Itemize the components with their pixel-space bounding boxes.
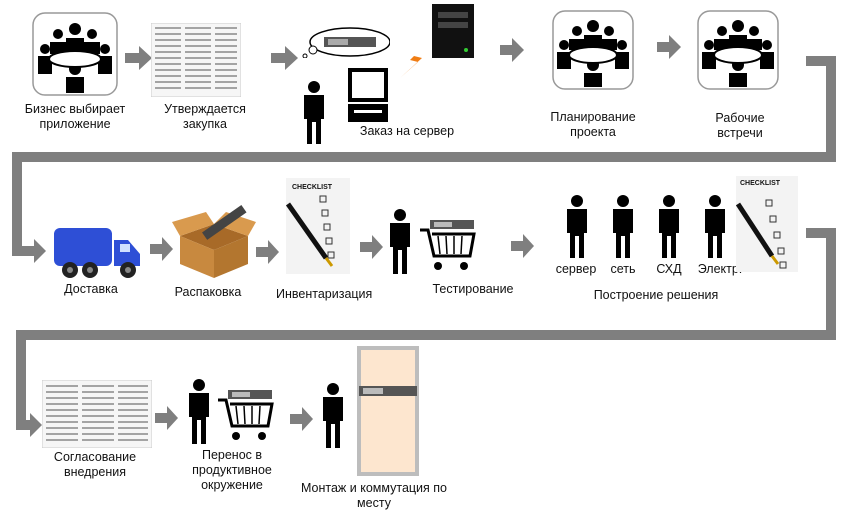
lightning-bolt-icon xyxy=(400,44,426,78)
arrow-right-icon xyxy=(271,46,298,70)
checklist-icon xyxy=(736,176,798,272)
connector-line xyxy=(16,330,836,340)
step-label: Тестирование xyxy=(432,282,514,296)
spreadsheet-icon xyxy=(42,380,152,448)
person-icon xyxy=(659,195,679,258)
step-label: Инвентаризация xyxy=(276,287,373,301)
arrow-right-icon xyxy=(256,240,279,264)
person-icon xyxy=(567,195,587,258)
server-tower-icon xyxy=(432,4,474,58)
step-label: Распаковка xyxy=(174,285,242,299)
arrow-right-icon xyxy=(125,46,152,70)
arrow-right-icon xyxy=(511,234,534,258)
role-label: сеть xyxy=(610,262,636,276)
arrow-right-icon xyxy=(155,406,178,430)
person-icon xyxy=(705,195,725,258)
open-box-icon xyxy=(172,204,256,278)
server-rack-icon xyxy=(357,346,419,476)
meeting-icon xyxy=(552,10,634,90)
checklist-title: CHECKLIST xyxy=(740,180,781,187)
arrow-right-icon xyxy=(16,413,42,437)
delivery-truck-icon xyxy=(54,228,140,278)
role-label: СХД xyxy=(656,262,682,276)
spreadsheet-icon xyxy=(151,23,241,97)
role-label: Электр. xyxy=(697,262,743,276)
arrow-right-icon xyxy=(500,38,524,62)
thought-bubble-icon xyxy=(302,27,390,58)
hidden-checklist-title xyxy=(6,188,7,189)
shopping-cart-icon xyxy=(420,220,476,270)
connector-line xyxy=(806,228,836,238)
step-label: Доставка xyxy=(64,282,118,296)
step-label: Заказ на сервер xyxy=(359,124,455,138)
connector-line xyxy=(16,330,26,426)
person-icon xyxy=(390,209,410,274)
connector-line xyxy=(12,152,836,162)
meeting-icon xyxy=(32,12,118,96)
connector-line xyxy=(826,56,836,156)
checklist-icon xyxy=(286,178,350,274)
meeting-icon xyxy=(697,10,779,90)
connector-line xyxy=(826,228,836,336)
connector-line xyxy=(806,56,836,66)
step-label: Построение решения xyxy=(593,288,719,302)
person-icon xyxy=(613,195,633,258)
connector-line xyxy=(12,152,22,254)
role-label: сервер xyxy=(555,262,597,276)
arrow-right-icon xyxy=(360,235,383,259)
computer-icon xyxy=(348,68,388,122)
shopping-cart-icon xyxy=(218,390,274,440)
checklist-title: CHECKLIST xyxy=(292,184,333,191)
arrow-right-icon xyxy=(657,35,681,59)
person-icon xyxy=(323,383,343,448)
person-icon xyxy=(304,81,324,144)
arrow-right-icon xyxy=(12,239,46,263)
arrow-right-icon xyxy=(290,407,313,431)
arrow-right-icon xyxy=(150,237,173,261)
person-icon xyxy=(189,379,209,444)
